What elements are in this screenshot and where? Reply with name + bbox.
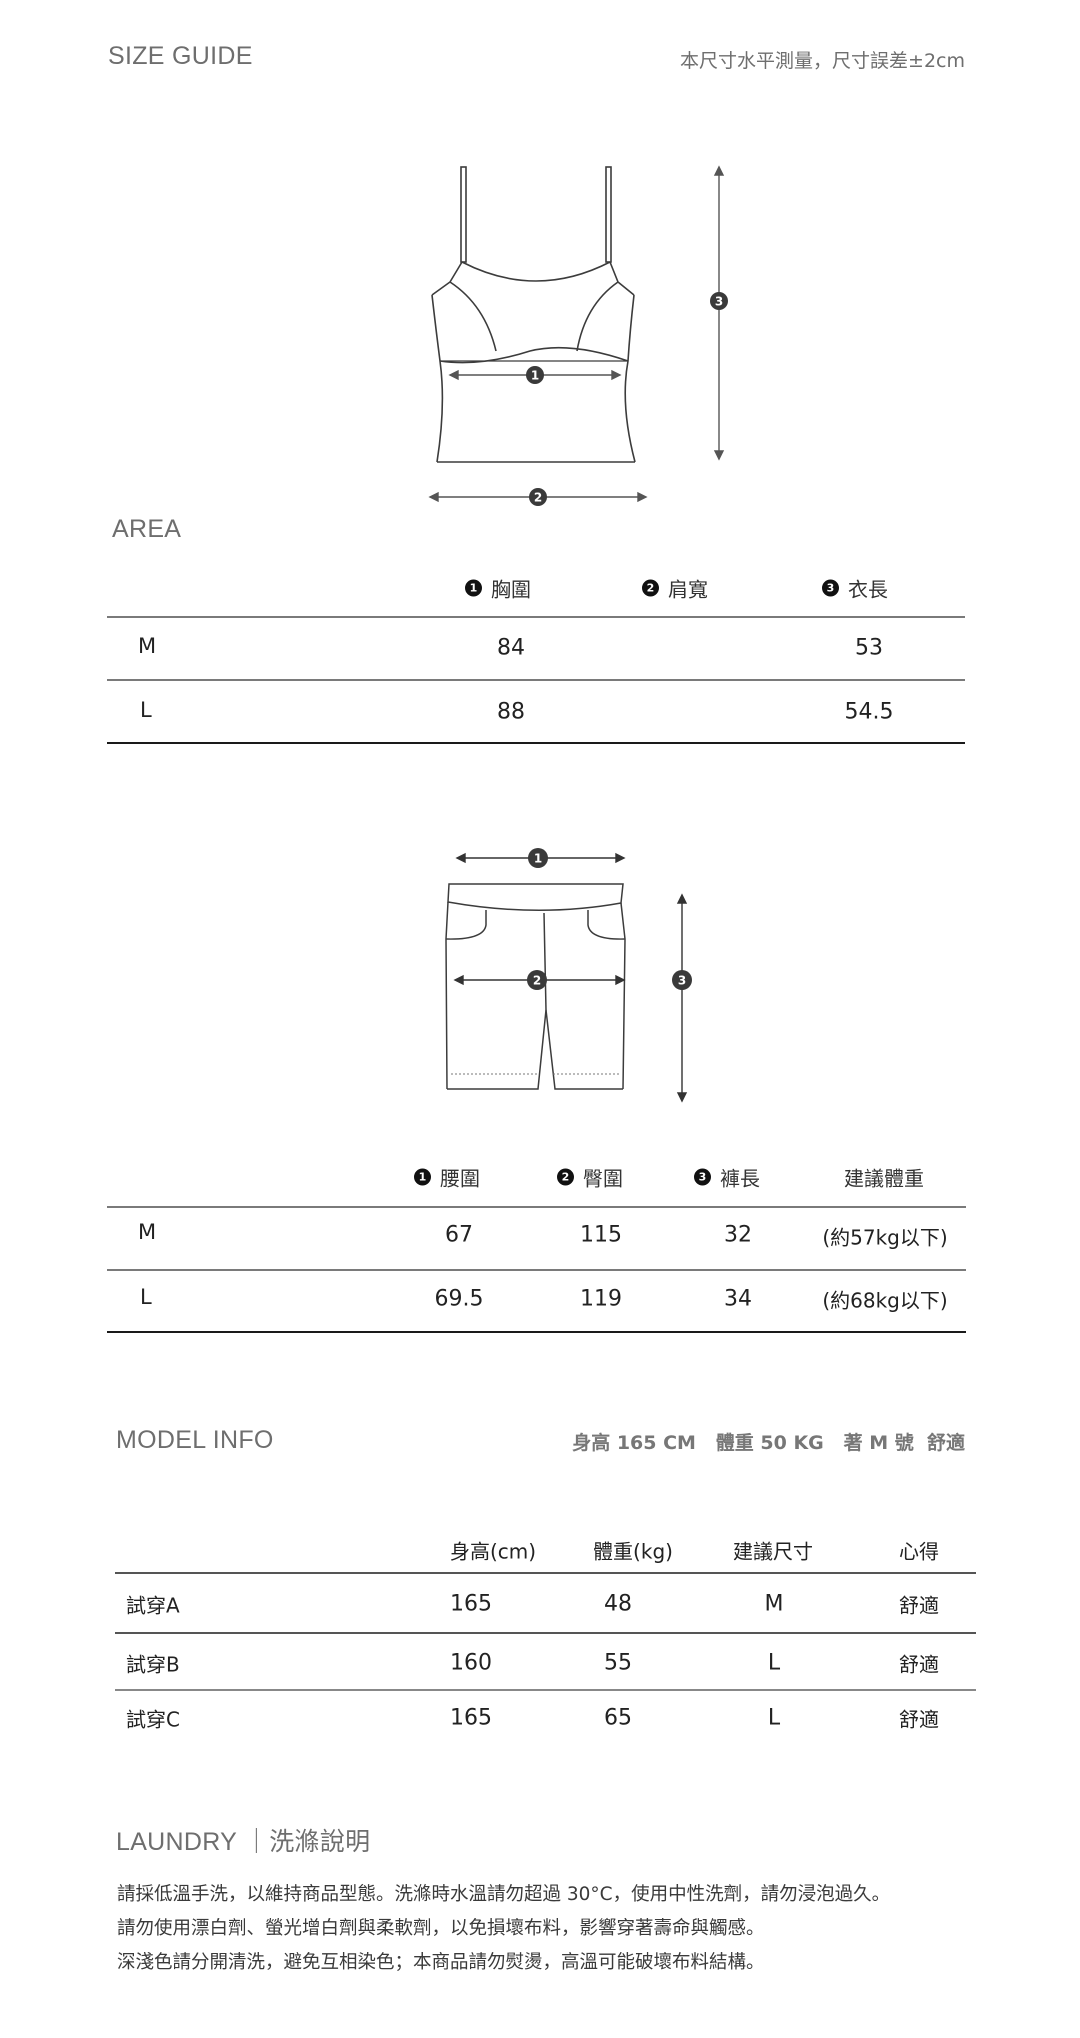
svg-text:1: 1 <box>531 369 539 383</box>
laundry-line-3: 深淺色請分開清洗，避免互相染色；本商品請勿熨燙，高溫可能破壞布料結構。 <box>117 1952 765 1973</box>
laundry-line-1: 請採低溫手洗，以維持商品型態。洗滌時水溫請勿超過 30°C，使用中性洗劑，請勿浸… <box>117 1884 891 1905</box>
svg-text:2: 2 <box>534 491 542 505</box>
chest-m: 84 <box>497 635 525 661</box>
tryon-c-weight: 65 <box>604 1705 632 1731</box>
marker-2-icon <box>529 488 547 506</box>
marker-2-icon <box>527 970 547 990</box>
hip-l: 119 <box>580 1286 622 1312</box>
marker-1-icon <box>528 848 548 868</box>
tryon-a-label: 試穿A <box>126 1593 180 1618</box>
col-header-hip: 2 臀圍 <box>557 1163 623 1192</box>
badge-3-icon: 3 <box>822 579 839 597</box>
tryon-c-height: 165 <box>450 1705 492 1731</box>
col-header-length: 3 衣長 <box>822 574 888 603</box>
tryon-b-size: L <box>767 1650 781 1676</box>
table-rule <box>107 616 965 618</box>
size-label-l: L <box>140 698 152 722</box>
col-header-suggested-size: 建議尺寸 <box>733 1539 813 1564</box>
tryon-c-size: L <box>767 1705 781 1731</box>
col-header-chest: 1 胸圍 <box>465 574 531 603</box>
marker-3-icon <box>710 292 728 310</box>
laundry-line-2: 請勿使用漂白劑、螢光增白劑與柔軟劑，以免損壞布料，影響穿著壽命與觸感。 <box>117 1918 765 1939</box>
tryon-a-height: 165 <box>450 1591 492 1617</box>
hip-m: 115 <box>580 1222 622 1248</box>
weight-l: (約68kg以下) <box>822 1288 948 1313</box>
tryon-a-weight: 48 <box>604 1591 632 1617</box>
table-rule <box>107 1269 966 1271</box>
tryon-a-feedback: 舒適 <box>899 1593 939 1618</box>
col-header-waist: 1 腰圍 <box>414 1163 480 1192</box>
area-title: AREA <box>112 515 182 543</box>
col-header-feedback: 心得 <box>899 1539 939 1564</box>
table-rule <box>115 1572 976 1574</box>
tryon-b-label: 試穿B <box>126 1652 180 1677</box>
svg-text:1: 1 <box>534 852 542 866</box>
badge-2-icon: 2 <box>557 1168 574 1186</box>
camisole-top-diagram-icon: 1 2 3 <box>428 165 728 506</box>
table-rule <box>107 1331 966 1333</box>
size-label-m: M <box>138 1220 157 1244</box>
svg-text:2: 2 <box>533 974 541 988</box>
pants-length-m: 32 <box>724 1222 752 1248</box>
svg-text:3: 3 <box>715 295 723 309</box>
svg-text:3: 3 <box>678 974 686 988</box>
marker-3-icon <box>672 970 692 990</box>
badge-1-icon: 1 <box>414 1168 431 1186</box>
tryon-a-size: M <box>764 1591 784 1617</box>
size-guide-title: SIZE GUIDE <box>108 42 253 70</box>
col-header-height: 身高(cm) <box>449 1539 537 1564</box>
pants-length-l: 34 <box>724 1286 752 1312</box>
table-rule <box>107 679 965 681</box>
tryon-b-height: 160 <box>450 1650 492 1676</box>
length-m: 53 <box>855 635 883 661</box>
badge-2-icon: 2 <box>642 579 659 597</box>
chest-l: 88 <box>497 699 525 725</box>
col-header-suggested-weight: 建議體重 <box>844 1166 924 1191</box>
waist-m: 67 <box>445 1222 473 1248</box>
tryon-c-feedback: 舒適 <box>899 1707 939 1732</box>
measurement-note: 本尺寸水平測量，尺寸誤差±2cm <box>680 50 965 72</box>
marker-1-icon <box>526 366 544 384</box>
model-info-summary: 身高 165 CM 體重 50 KG 著 M 號 舒適 <box>572 1432 965 1454</box>
tryon-c-label: 試穿C <box>126 1707 180 1732</box>
tryon-b-weight: 55 <box>604 1650 632 1676</box>
table-rule <box>107 1206 966 1208</box>
table-rule <box>115 1632 976 1634</box>
col-header-shoulder: 2 肩寬 <box>642 574 708 603</box>
length-l: 54.5 <box>844 699 894 725</box>
size-label-m: M <box>138 634 157 658</box>
badge-1-icon: 1 <box>465 579 482 597</box>
model-info-title: MODEL INFO <box>116 1426 274 1454</box>
col-header-pants-length: 3 褲長 <box>694 1163 760 1192</box>
waist-l: 69.5 <box>434 1286 484 1312</box>
shorts-diagram-icon: 1 2 3 <box>445 848 692 1103</box>
table-rule <box>107 742 965 744</box>
badge-3-icon: 3 <box>694 1168 711 1186</box>
tryon-b-feedback: 舒適 <box>899 1652 939 1677</box>
weight-m: (約57kg以下) <box>822 1225 948 1250</box>
table-rule <box>115 1689 976 1691</box>
col-header-weight: 體重(kg) <box>593 1539 673 1564</box>
laundry-title: LAUNDRY ｜洗滌說明 <box>116 1828 371 1856</box>
size-label-l: L <box>140 1285 152 1309</box>
